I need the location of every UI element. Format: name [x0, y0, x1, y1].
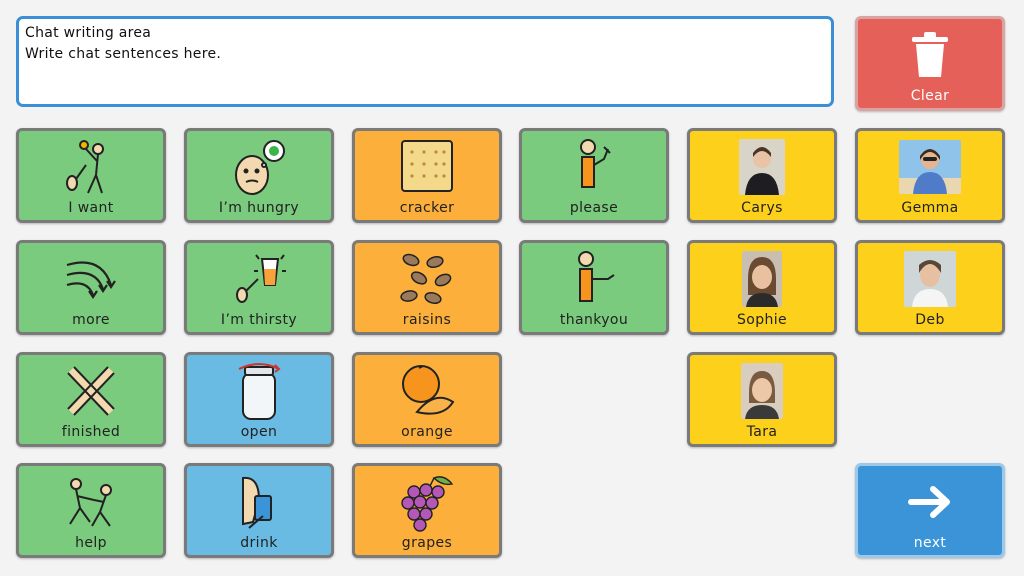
finished-label: finished [61, 424, 121, 440]
carys-label: Carys [741, 200, 783, 216]
orange-label: orange [401, 424, 453, 440]
chat-area-title: Chat writing area [25, 25, 152, 41]
tara-photo [741, 363, 783, 419]
finished-crossed-arms-icon [19, 359, 163, 423]
hungry-face-icon [187, 135, 331, 199]
im-thirsty-label: I’m thirsty [220, 312, 298, 328]
sophie-label: Sophie [736, 312, 788, 328]
cracker-label: cracker [399, 200, 455, 216]
gemma-photo [899, 140, 961, 194]
tile-drink[interactable]: drink [184, 463, 334, 558]
please-gesture-icon [522, 135, 666, 199]
trash-can-icon [858, 23, 1002, 87]
next-button[interactable]: next [855, 463, 1005, 558]
drink-label: drink [240, 535, 278, 551]
thankyou-label: thankyou [559, 312, 629, 328]
tile-thankyou[interactable]: thankyou [519, 240, 669, 335]
tile-open[interactable]: open [184, 352, 334, 447]
tile-help[interactable]: help [16, 463, 166, 558]
raisins-icon [355, 247, 499, 311]
tile-gemma[interactable]: Gemma [855, 128, 1005, 223]
tile-im-hungry[interactable]: I’m hungry [184, 128, 334, 223]
grapes-label: grapes [401, 535, 453, 551]
open-jar-icon [187, 359, 331, 423]
tile-more[interactable]: more [16, 240, 166, 335]
carys-photo [739, 139, 785, 195]
tile-please[interactable]: please [519, 128, 669, 223]
open-label: open [240, 424, 278, 440]
tile-i-want[interactable]: I want [16, 128, 166, 223]
clear-label: Clear [910, 88, 950, 104]
im-hungry-label: I’m hungry [218, 200, 300, 216]
please-label: please [569, 200, 619, 216]
grapes-icon [355, 470, 499, 534]
tile-sophie[interactable]: Sophie [687, 240, 837, 335]
orange-fruit-icon [355, 359, 499, 423]
gemma-label: Gemma [901, 200, 959, 216]
clear-button[interactable]: Clear [855, 16, 1005, 111]
thankyou-gesture-icon [522, 247, 666, 311]
tile-im-thirsty[interactable]: I’m thirsty [184, 240, 334, 335]
help-figures-icon [19, 470, 163, 534]
tile-orange[interactable]: orange [352, 352, 502, 447]
tile-finished[interactable]: finished [16, 352, 166, 447]
deb-label: Deb [915, 312, 945, 328]
chat-writing-area[interactable]: Chat writing area Write chat sentences h… [16, 16, 834, 107]
deb-photo [904, 251, 956, 307]
tile-grapes[interactable]: grapes [352, 463, 502, 558]
sophie-photo [742, 251, 782, 307]
next-label: next [913, 535, 947, 551]
chat-area-hint: Write chat sentences here. [25, 46, 222, 62]
cracker-icon [355, 135, 499, 199]
raisins-label: raisins [402, 312, 452, 328]
tile-carys[interactable]: Carys [687, 128, 837, 223]
help-label: help [75, 535, 107, 551]
i-want-icon [19, 135, 163, 199]
tile-tara[interactable]: Tara [687, 352, 837, 447]
drink-cup-icon [187, 470, 331, 534]
arrow-right-icon [858, 470, 1002, 534]
thirsty-icon [187, 247, 331, 311]
more-label: more [72, 312, 110, 328]
tile-deb[interactable]: Deb [855, 240, 1005, 335]
i-want-label: I want [68, 200, 114, 216]
tara-label: Tara [746, 424, 778, 440]
tile-raisins[interactable]: raisins [352, 240, 502, 335]
tile-cracker[interactable]: cracker [352, 128, 502, 223]
more-arrows-icon [19, 247, 163, 311]
